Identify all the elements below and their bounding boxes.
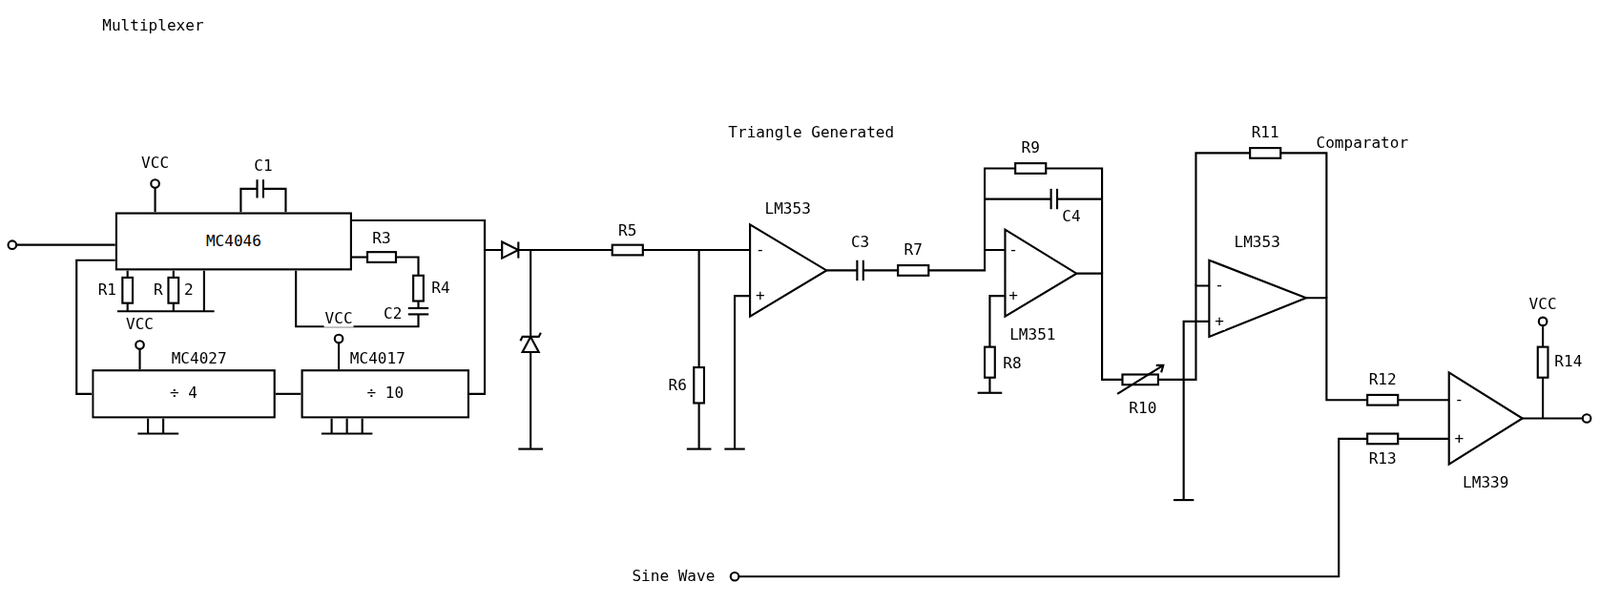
part-label: R11 — [1250, 124, 1281, 142]
part-label: R1 — [97, 281, 118, 299]
pin-sign: - — [1007, 241, 1019, 259]
part-label: R14 — [1553, 353, 1583, 372]
part-label: C3 — [850, 233, 871, 251]
part-label: R7 — [902, 241, 923, 259]
part-label: VCC — [1528, 295, 1559, 313]
chip-function: ÷ 4 — [168, 385, 199, 403]
part-label: Comparator — [1314, 134, 1410, 152]
pin-sign: + — [1007, 287, 1019, 305]
part-label: Multiplexer — [101, 17, 205, 35]
ic-box: MC4046 — [115, 211, 353, 271]
ic-box: MC4027÷ 4 — [91, 369, 276, 418]
pin-sign: + — [1213, 312, 1226, 331]
part-label: R3 — [371, 229, 392, 248]
part-label: LM353 — [1232, 233, 1281, 251]
part-label: LM353 — [763, 200, 811, 218]
part-label: R5 — [617, 222, 638, 240]
part-label: Sine Wave — [630, 567, 716, 585]
part-label: R4 — [430, 280, 451, 298]
part-label: LM339 — [1461, 474, 1510, 492]
wire-connector — [275, 393, 302, 395]
pin-sign: - — [1213, 276, 1226, 294]
chip-function: ÷ 10 — [365, 385, 405, 403]
chip-name: MC4027 — [170, 350, 229, 368]
part-label: R13 — [1368, 450, 1398, 468]
part-label: VCC — [124, 315, 155, 333]
chip-function: MC4046 — [205, 232, 263, 250]
pin-sign: - — [754, 241, 767, 259]
part-label: R10 — [1127, 399, 1158, 417]
part-label: R9 — [1019, 139, 1040, 157]
pin-sign: + — [1454, 430, 1466, 448]
part-label: 2 — [183, 281, 195, 299]
part-label: C4 — [1060, 207, 1081, 226]
part-label: R12 — [1368, 371, 1398, 389]
pin-sign: - — [1454, 391, 1466, 409]
part-label: R — [152, 281, 165, 299]
wire-connector — [352, 220, 485, 395]
part-label: R6 — [666, 376, 687, 395]
part-label: LM351 — [1008, 326, 1057, 344]
part-label: R8 — [1001, 354, 1022, 373]
ic-box: MC4017÷ 10 — [301, 369, 470, 418]
part-label: VCC — [324, 310, 354, 328]
part-label: C2 — [382, 305, 403, 323]
chip-name: MC4017 — [349, 350, 407, 368]
pin-sign: + — [754, 287, 767, 305]
part-label: VCC — [140, 154, 170, 172]
part-label: Triangle Generated — [727, 124, 895, 142]
part-label: C1 — [252, 157, 273, 175]
